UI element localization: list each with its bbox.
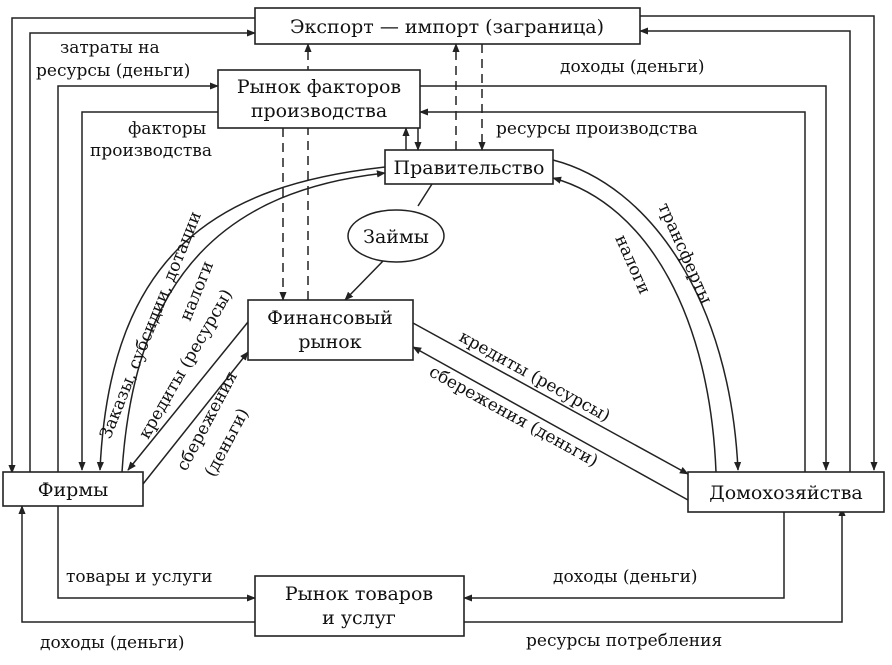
node-financial-market: Финансовый рынок <box>247 299 414 361</box>
arrow-firms-to-goods-market <box>57 506 256 602</box>
export-import-label: Экспорт — импорт (заграница) <box>290 16 604 38</box>
label-resources-production: ресурсы производства <box>496 119 698 139</box>
arrow-households-to-gov-taxes <box>552 176 717 473</box>
arrow-factor-market-to-households <box>420 85 830 471</box>
label-factors-line1: факторы <box>128 119 206 139</box>
financial-market-label-line1: Финансовый <box>267 307 393 329</box>
label-transfers: трансферты <box>653 200 715 307</box>
node-firms: Фирмы <box>2 471 144 507</box>
arrow-gov-to-firms-orders <box>96 166 386 471</box>
arrow-households-to-factor-market <box>419 108 806 472</box>
households-label: Домохозяйства <box>709 482 862 504</box>
arrow-export-to-firms-outer <box>8 17 255 474</box>
goods-market-label-line2: и услуг <box>322 607 396 629</box>
node-households: Домохозяйства <box>687 471 885 513</box>
node-goods-market: Рынок товаров и услуг <box>254 575 465 637</box>
arrow-households-to-goods-market <box>463 506 785 602</box>
arrow-factor-market-to-firms <box>78 111 218 471</box>
arrow-firms-to-export <box>29 29 256 472</box>
arrow-firms-to-factor-market <box>57 82 219 472</box>
node-export-import: Экспорт — импорт (заграница) <box>254 7 641 45</box>
node-loans: Займы <box>347 209 445 263</box>
label-income-money-top: доходы (деньги) <box>560 57 705 77</box>
label-costs-line1: затраты на <box>60 38 160 58</box>
factor-market-label-line1: Рынок факторов <box>237 76 401 98</box>
firms-label: Фирмы <box>38 479 109 501</box>
arrow-gov-to-households-transfers <box>552 159 742 471</box>
label-factors-line2: производства <box>90 141 212 161</box>
factor-market-label-line2: производства <box>251 100 387 122</box>
arrow-export-to-households <box>640 15 878 471</box>
arrow-loans-to-financial <box>344 259 385 301</box>
goods-market-label-line1: Рынок товаров <box>285 583 433 605</box>
arrow-households-to-export <box>639 27 851 472</box>
label-consumption-resources: ресурсы потребления <box>526 631 722 651</box>
label-credits-right: кредиты (ресурсы) <box>456 327 614 427</box>
label-costs-line2: ресурсы (деньги) <box>36 61 190 81</box>
connectors <box>8 15 878 623</box>
node-government: Правительство <box>384 149 554 185</box>
node-factor-market: Рынок факторов производства <box>217 69 421 129</box>
label-income-money-bottom-right: доходы (деньги) <box>553 567 698 587</box>
arrow-firms-to-financial-savings <box>142 351 249 485</box>
arrow-goods-market-to-firms <box>18 505 255 623</box>
government-label: Правительство <box>394 157 545 179</box>
arrow-financial-to-firms-credits <box>127 321 249 471</box>
label-taxes-right: налоги <box>610 232 654 297</box>
label-goods-services: товары и услуги <box>66 567 212 587</box>
arrow-goods-market-to-households <box>464 507 846 623</box>
label-income-money-bottom-left: доходы (деньги) <box>40 633 185 653</box>
financial-market-label-line2: рынок <box>298 331 361 353</box>
arrow-firms-to-gov-taxes <box>121 170 386 473</box>
line-gov-to-loans <box>417 183 433 207</box>
loans-label: Займы <box>363 226 429 248</box>
arrow-households-to-financial-savings <box>412 346 689 501</box>
arrow-financial-to-households-credits <box>412 322 689 475</box>
